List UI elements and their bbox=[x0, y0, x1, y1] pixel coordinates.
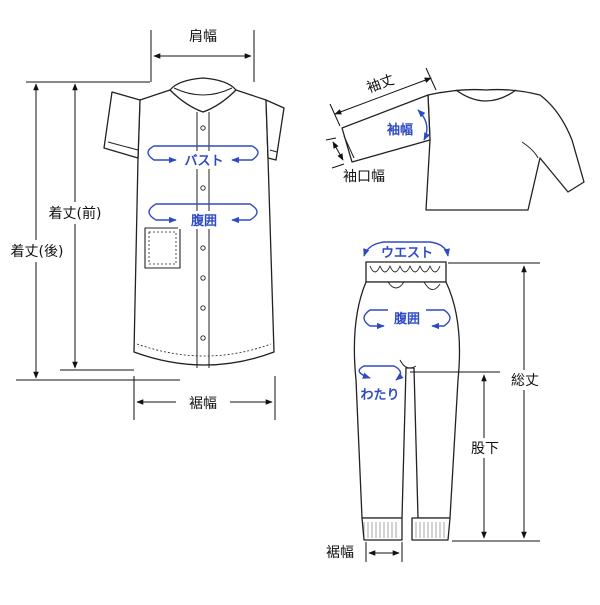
pants-right-cuff bbox=[411, 517, 451, 541]
length-front-label: 着丈(前) bbox=[49, 205, 102, 222]
pants-dimensions bbox=[365, 262, 540, 562]
pants-illustration bbox=[353, 261, 461, 541]
thigh-label: わたり bbox=[360, 388, 399, 403]
pants-legs bbox=[353, 281, 461, 519]
thigh-arrow bbox=[358, 365, 404, 381]
waist-label: ウエスト bbox=[381, 246, 433, 261]
sleeve-length-arrow bbox=[334, 77, 432, 115]
length-back-label: 着丈(後) bbox=[11, 244, 64, 260]
hem-width-label: 裾幅 bbox=[189, 396, 217, 412]
shirt-neckline bbox=[455, 89, 517, 102]
sleeve-dimensions bbox=[325, 67, 437, 169]
waist-arrow bbox=[363, 241, 450, 257]
pants-abdomen-label: 腹囲 bbox=[394, 311, 420, 327]
abdomen-arrow bbox=[148, 203, 258, 224]
nightgown-pocket bbox=[144, 227, 181, 269]
sleeve-width-label: 袖幅 bbox=[387, 122, 413, 138]
nightgown-left-sleeve bbox=[103, 91, 141, 159]
sleeve-detail-illustration bbox=[341, 88, 585, 211]
nightgown-right-sleeve bbox=[265, 99, 285, 161]
nightgown-blue-marks bbox=[147, 145, 259, 224]
pants-hem-width-label: 裾幅 bbox=[326, 545, 354, 561]
bust-label: バスト bbox=[184, 154, 223, 169]
shirt-body bbox=[425, 88, 585, 211]
inseam-label: 股下 bbox=[471, 441, 499, 457]
shoulder-width-label: 肩幅 bbox=[189, 29, 217, 45]
sleeve-width-arrow bbox=[417, 109, 431, 141]
cuff-width-label: 袖口幅 bbox=[343, 169, 385, 185]
total-length-label: 総丈 bbox=[511, 373, 539, 389]
cuff-width-arrow bbox=[332, 141, 344, 161]
bust-arrow bbox=[147, 145, 259, 164]
abdomen-label: 腹囲 bbox=[191, 213, 217, 229]
